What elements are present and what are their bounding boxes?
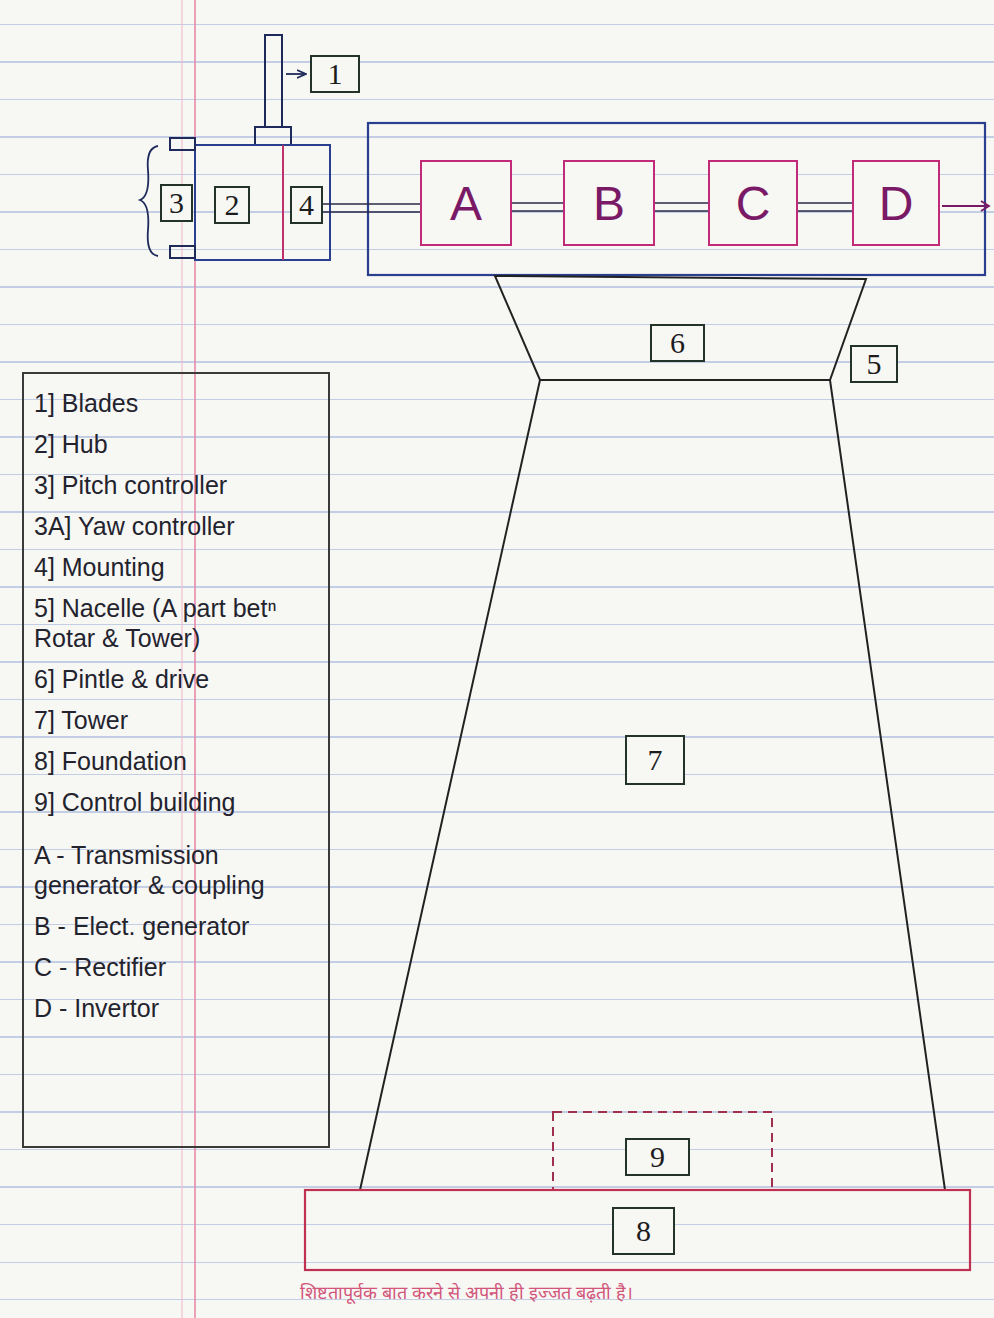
key-entry: D - Invertor [34,993,159,1023]
shaft-line [798,202,852,204]
box-label: D [879,176,914,231]
key-entry: 3A] Yaw controller [34,511,235,541]
shaft-line [512,210,563,212]
key-entry: 8] Foundation [34,746,187,776]
box-label: B [593,176,625,231]
shaft-line [323,211,420,213]
box-label: A [450,176,482,231]
key-box: 1] Blades 2] Hub 3] Pitch controller 3A] Ya… [22,372,330,1148]
shaft-line [655,210,708,212]
callout-number: 5 [850,345,898,383]
output-line [942,205,988,207]
blade-stub [170,246,195,258]
footer-note: शिष्टतापूर्वक बात करने से अपनी ही इज्जत … [300,1280,860,1304]
blade-stub [170,138,195,150]
callout-number: 3 [160,184,193,222]
shaft-connector [655,203,708,211]
key-entry: 1] Blades [34,388,138,418]
arrow-head [981,201,989,211]
shaft-line [512,202,563,204]
key-entry: 5] Nacelle (A part betⁿ Rotar & Tower) [34,593,318,653]
shaft-connector [798,203,852,211]
box-label: 6 [670,326,685,360]
control-building [553,1112,772,1190]
box-label: 3 [169,186,184,220]
callout-number: 8 [612,1207,675,1255]
shaft-connector [323,204,420,212]
key-entry: 7] Tower [34,705,128,735]
brace [140,146,158,256]
key-entry: 6] Pintle & drive [34,664,209,694]
box-label: C [736,176,771,231]
foundation [305,1190,970,1270]
shaft-line [323,203,420,205]
component-box: C [708,160,798,246]
key-entry: A - Transmission generator & coupling [34,840,318,900]
box-label: 2 [225,188,240,222]
shaft-line [655,202,708,204]
leader-arrow [286,73,305,75]
key-entry: B - Elect. generator [34,911,249,941]
tower [360,380,945,1190]
callout-number: 2 [214,186,250,224]
box-label: 1 [328,57,343,91]
key-entry: 9] Control building [34,787,236,817]
callout-number: 1 [310,55,360,93]
component-box: B [563,160,655,246]
key-entry: 2] Hub [34,429,108,459]
nacelle-housing [368,123,985,275]
key-entry: 4] Mounting [34,552,165,582]
pintle [495,276,866,380]
shaft-line [798,210,852,212]
callout-number: 4 [290,186,323,224]
box-label: 5 [867,347,882,381]
key-entry: 3] Pitch controller [34,470,227,500]
box-label: 7 [648,743,663,777]
component-box: D [852,160,940,246]
shaft-connector [512,203,563,211]
hub-housing [195,145,330,260]
key-entry: C - Rectifier [34,952,166,982]
callout-number: 6 [650,324,705,362]
callout-number: 9 [625,1138,690,1176]
callout-number: 7 [625,735,685,785]
hub-divider [282,145,284,260]
box-label: 9 [650,1140,665,1174]
blade-root [255,127,291,145]
blade [265,35,282,127]
component-box: A [420,160,512,246]
box-label: 4 [299,188,314,222]
box-label: 8 [636,1214,651,1248]
